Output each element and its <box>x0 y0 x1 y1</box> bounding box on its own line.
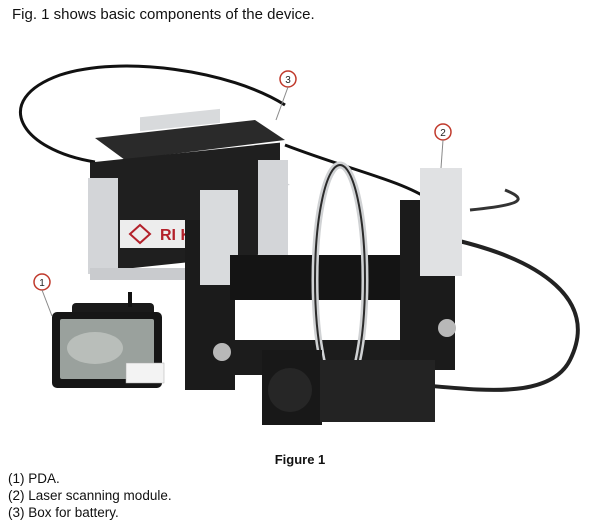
component-legend: (1) PDA. (2) Laser scanning module. (3) … <box>8 470 172 521</box>
intro-text: Fig. 1 shows basic components of the dev… <box>12 6 315 23</box>
legend-item-battery-box: (3) Box for battery. <box>8 505 119 520</box>
scanner-frame <box>185 161 462 425</box>
scanner-cable-2 <box>469 188 520 212</box>
callout-3-label: 3 <box>285 75 291 86</box>
battery-cable-right <box>284 143 431 202</box>
figure-caption: Figure 1 <box>274 452 326 467</box>
device-photo: RI K 1 2 3 <box>18 64 580 425</box>
callout-3: 3 <box>275 70 297 121</box>
callout-1-label: 1 <box>39 278 45 289</box>
battery-cable-left <box>18 64 286 164</box>
legend-item-laser-module: (2) Laser scanning module. <box>8 488 172 503</box>
battery-box-logo: RI K <box>160 227 192 244</box>
scanner-cable <box>419 238 580 392</box>
callout-1: 1 <box>33 273 53 317</box>
callout-2: 2 <box>434 123 452 169</box>
callout-2-label: 2 <box>440 128 446 139</box>
logo-mark-icon <box>128 223 152 245</box>
legend-item-pda: (1) PDA. <box>8 471 60 486</box>
pda-device <box>52 292 165 388</box>
